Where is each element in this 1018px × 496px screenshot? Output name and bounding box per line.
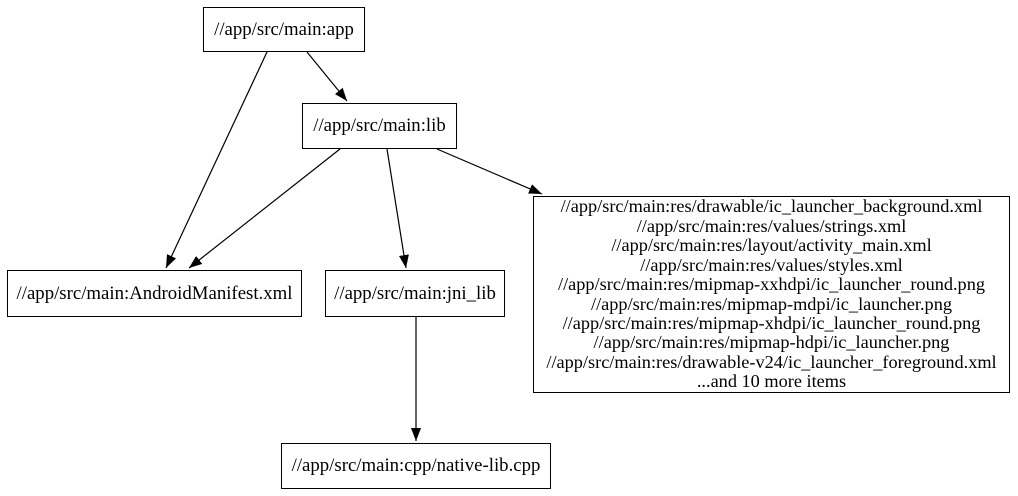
resource-more-items: ...and 10 more items	[696, 371, 847, 392]
node-native-lib-cpp: //app/src/main:cpp/native-lib.cpp	[281, 443, 551, 489]
edge-app-to-lib	[306, 51, 348, 102]
resource-line: //app/src/main:res/mipmap-xxhdpi/ic_laun…	[558, 274, 985, 295]
edge-lib-to-resources	[436, 148, 543, 195]
resource-line: //app/src/main:res/mipmap-mdpi/ic_launch…	[591, 293, 952, 314]
edge-lib-to-manifest	[188, 148, 341, 269]
edge-app-to-manifest	[165, 51, 268, 269]
resource-line: //app/src/main:res/drawable/ic_launcher_…	[560, 196, 983, 217]
node-android-manifest: //app/src/main:AndroidManifest.xml	[7, 270, 302, 317]
resource-line: //app/src/main:res/mipmap-xhdpi/ic_launc…	[562, 312, 981, 333]
node-lib: //app/src/main:lib	[302, 103, 457, 149]
node-resources-group: //app/src/main:res/drawable/ic_launcher_…	[533, 196, 1010, 393]
resource-line: //app/src/main:res/values/styles.xml	[640, 254, 903, 275]
resource-line: //app/src/main:res/values/strings.xml	[636, 215, 907, 236]
edge-lib-to-jni-lib	[386, 148, 409, 269]
resource-line: //app/src/main:res/mipmap-hdpi/ic_launch…	[593, 332, 950, 353]
resource-line: //app/src/main:res/drawable-v24/ic_launc…	[546, 351, 997, 372]
node-jni-lib: //app/src/main:jni_lib	[325, 270, 505, 317]
node-app: //app/src/main:app	[203, 7, 365, 52]
resource-line: //app/src/main:res/layout/activity_main.…	[611, 235, 932, 256]
